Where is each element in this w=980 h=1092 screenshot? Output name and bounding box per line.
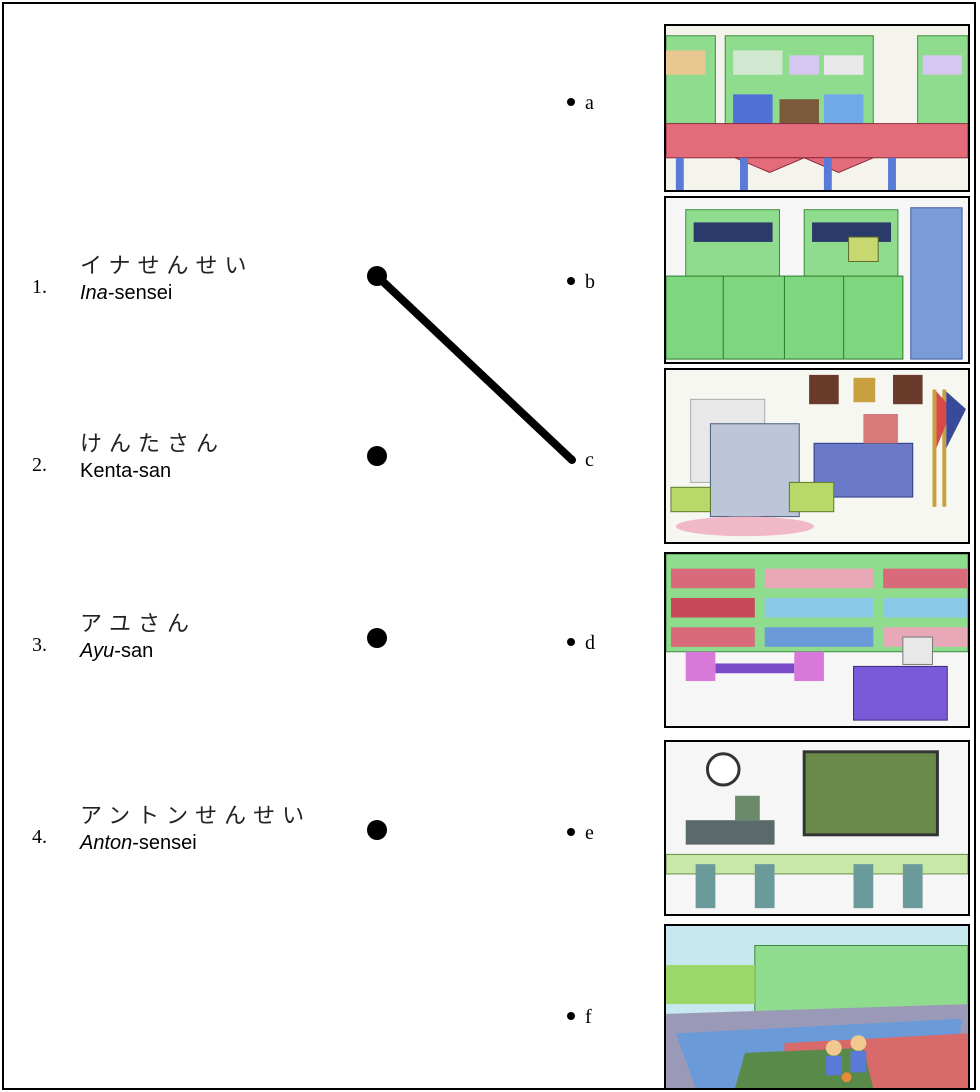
principal-office-picture bbox=[664, 368, 970, 544]
kana-name: アントンせんせい bbox=[80, 804, 312, 829]
bullet-dot-icon bbox=[567, 638, 575, 647]
item-number: 2. bbox=[32, 454, 47, 476]
match-dot-4[interactable] bbox=[367, 820, 387, 840]
match-dot-1[interactable] bbox=[367, 266, 387, 286]
option-b[interactable]: b bbox=[567, 271, 595, 294]
item-number: 1. bbox=[32, 276, 47, 298]
bullet-dot-icon bbox=[567, 98, 575, 107]
kana-name: けんたさん bbox=[80, 432, 226, 457]
option-a[interactable]: a bbox=[567, 92, 594, 115]
romaji-name: Anton-sensei bbox=[80, 832, 197, 854]
library-desks-picture bbox=[664, 24, 970, 192]
bullet-dot-icon bbox=[567, 828, 575, 837]
romaji-name: Kenta-san bbox=[80, 460, 172, 482]
match-dot-3[interactable] bbox=[367, 628, 387, 648]
item-number: 4. bbox=[32, 826, 47, 848]
administration-office-picture bbox=[664, 196, 970, 364]
romaji-name: Ayu-san bbox=[80, 640, 154, 662]
example-match-line bbox=[373, 272, 576, 464]
bullet-dot-icon bbox=[567, 1012, 575, 1021]
romaji-name: Ina-sensei bbox=[80, 282, 173, 304]
library-reading-room-picture bbox=[664, 552, 970, 728]
match-dot-2[interactable] bbox=[367, 446, 387, 466]
kana-name: イナせんせい bbox=[80, 254, 254, 279]
kana-name: アユさん bbox=[80, 612, 197, 637]
classroom-picture bbox=[664, 740, 970, 916]
school-yard-picture bbox=[664, 924, 970, 1090]
option-f[interactable]: f bbox=[567, 1006, 592, 1029]
option-e[interactable]: e bbox=[567, 822, 594, 845]
bullet-dot-icon bbox=[567, 455, 575, 464]
item-number: 3. bbox=[32, 634, 47, 656]
option-c[interactable]: c bbox=[567, 449, 594, 472]
option-d[interactable]: d bbox=[567, 632, 595, 655]
bullet-dot-icon bbox=[567, 277, 575, 286]
